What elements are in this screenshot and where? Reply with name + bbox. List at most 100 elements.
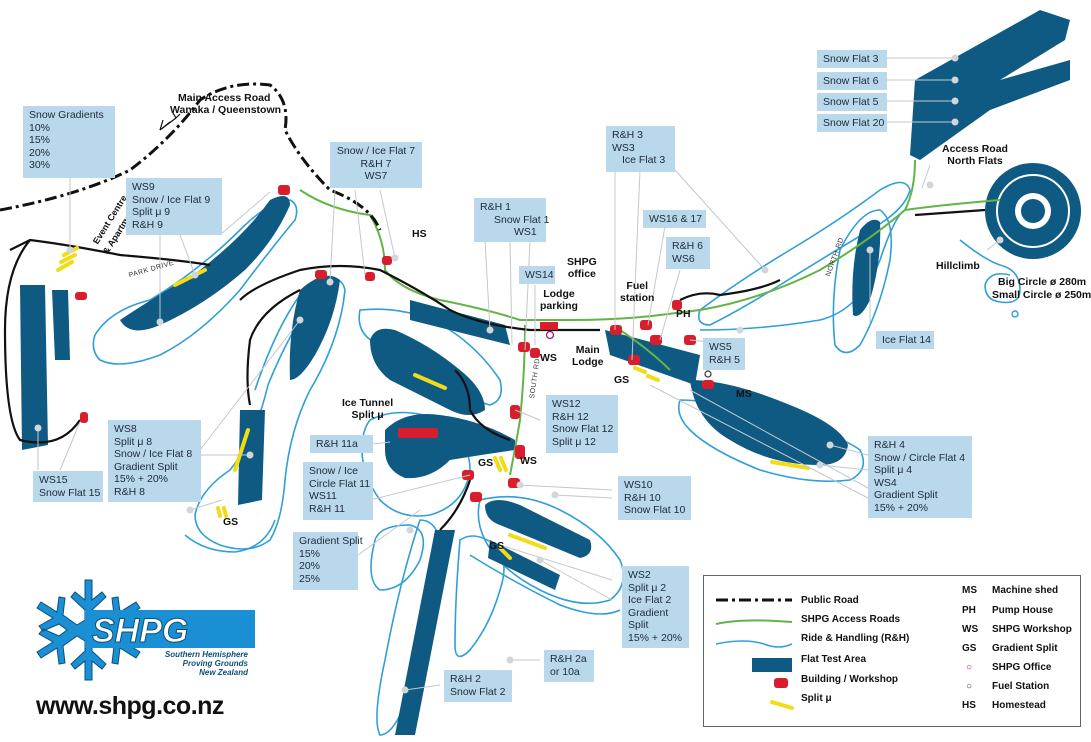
abbr-gs-desc: Gradient Split (992, 643, 1058, 654)
buildings (75, 185, 714, 502)
flat-area-3-strip (605, 330, 700, 385)
abbr-fuel-icon: ○ (966, 681, 973, 692)
building-hs (382, 256, 392, 265)
building-ws7a (315, 270, 327, 279)
rh-track-11-loop (370, 524, 425, 591)
label-snow-flat-3: Snow Flat 3 (817, 50, 887, 68)
logo-tagline-3: New Zealand (199, 668, 249, 677)
abbr-ms-desc: Machine shed (992, 585, 1059, 596)
leader-lines (37, 57, 1001, 691)
building-ws2 (470, 492, 482, 502)
inner-road-west (246, 289, 301, 406)
east-road (679, 279, 781, 301)
inner-road (239, 264, 600, 332)
flat-area-9 (120, 196, 290, 331)
building-ws16 (640, 320, 652, 330)
building-ws15 (80, 412, 88, 423)
access-roads (299, 159, 1001, 476)
public-roads (0, 82, 986, 531)
split-mu-strips (56, 246, 810, 560)
split-mu-gs-2 (498, 546, 512, 560)
access-road-main (299, 189, 1001, 321)
legend-ride-handling: Ride & Handling (R&H) (801, 633, 910, 644)
arrow-icon (159, 112, 181, 131)
building-event-centre (75, 292, 87, 300)
leader-dots (34, 54, 1004, 694)
small-circle-label: Small Circle ø 250m (992, 289, 1091, 301)
legend-ride-handling-icon (715, 640, 793, 648)
logo-tagline-2: Proving Grounds (183, 659, 249, 668)
shpg-logo: SHPG Southern Hemisphere Proving Grounds… (30, 570, 255, 685)
building-ws6 (650, 335, 662, 345)
building-ws-south (515, 445, 525, 459)
logo-tagline-1: Southern Hemisphere (165, 650, 249, 659)
abbr-ph: PH (962, 605, 976, 616)
building-ice-tunnel (398, 428, 438, 438)
abbr-office-icon: ○ (966, 662, 973, 673)
hillclimb-label: Hillclimb (936, 260, 980, 272)
big-circle-label: Big Circle ø 280m (998, 276, 1087, 288)
abbr-ws: WS (962, 624, 979, 635)
access-road-north-link (904, 159, 916, 211)
legend-building-icon (774, 678, 788, 688)
map-legend: Public Road SHPG Access Roads Ride & Han… (703, 575, 1081, 727)
abbr-office-desc: SHPG Office (992, 662, 1052, 673)
rh-track-14 (832, 209, 893, 354)
flat-area-4 (690, 380, 848, 465)
homestead-label: HS (412, 228, 427, 240)
abbr-ms: MS (962, 585, 977, 596)
rh-track-10 (477, 495, 625, 605)
rh-track-hillclimb (959, 239, 1021, 304)
label-snow-flat-5: Snow Flat 5 (817, 93, 887, 111)
legend-split-mu-icon (770, 700, 794, 710)
flat-area-north (910, 10, 1070, 160)
building-ms (702, 380, 714, 389)
split-mu-9 (173, 268, 207, 287)
flat-area-8-top (289, 275, 340, 380)
gradient-split-label-d: GS (614, 374, 630, 386)
building-ws12 (510, 405, 520, 419)
abbr-hs: HS (962, 700, 976, 711)
abbr-ws-desc: SHPG Workshop (992, 624, 1072, 635)
main-access-road (0, 82, 382, 231)
logo-text: SHPG (92, 612, 188, 650)
gradient-split-label-c: GS (489, 540, 505, 552)
split-mu-gs-8 (216, 506, 228, 518)
access-road-ws (619, 329, 671, 371)
flat-area-15 (20, 285, 48, 450)
gradient-split-label-b: GS (478, 457, 494, 469)
fuel-station-marker (704, 370, 712, 378)
flat-area-1 (370, 328, 485, 415)
gradient-split-label-a: GS (223, 516, 239, 528)
website-url: www.shpg.co.nz (36, 692, 224, 720)
label-ws14: WS14 (519, 266, 555, 284)
label-rh11a: R&H 11a (310, 435, 373, 453)
legend-access-road-icon (715, 619, 793, 625)
flat-area-10 (485, 500, 592, 558)
legend-flat-area-icon (752, 658, 792, 672)
logo-bar (85, 610, 255, 648)
flat-area-2 (395, 530, 455, 735)
building-ws7b (365, 272, 375, 281)
building-ws9 (278, 185, 290, 195)
circle-inner-blue (1021, 199, 1045, 223)
flat-area-11 (385, 414, 515, 479)
split-mu-1 (413, 373, 447, 390)
main-access-road-label: Main Access Road (178, 92, 271, 104)
legend-public-road: Public Road (801, 595, 859, 606)
